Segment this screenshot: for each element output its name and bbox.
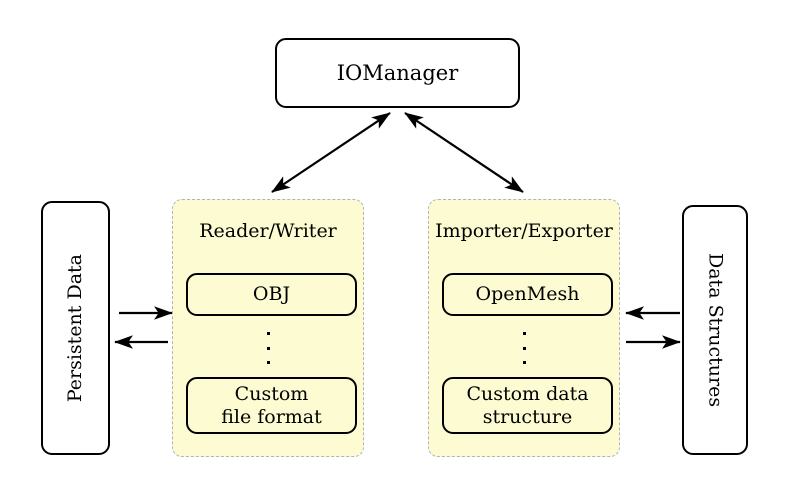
importer-exporter-item-custom-data-structure[interactable]: Custom data structure — [442, 377, 613, 434]
importer-exporter-ellipsis-icon — [429, 328, 619, 368]
iomanager-label: IOManager — [336, 61, 459, 85]
importer-exporter-item-openmesh[interactable]: OpenMesh — [442, 273, 613, 316]
persistent-data-label: Persistent Data — [64, 253, 86, 403]
custom-data-structure-line2: structure — [482, 405, 573, 428]
arrow-manager-importer-exporter — [404, 112, 524, 193]
arrow-manager-reader-writer — [271, 112, 391, 193]
reader-writer-item-custom-file-format-label: Custom file format — [221, 383, 322, 428]
data-structures-node[interactable]: Data Structures — [682, 205, 748, 455]
reader-writer-item-obj[interactable]: OBJ — [186, 273, 357, 316]
data-structures-label: Data Structures — [704, 252, 727, 408]
importer-exporter-item-custom-data-structure-label: Custom data structure — [466, 383, 588, 428]
reader-writer-ellipsis-icon — [173, 328, 363, 368]
reader-writer-item-obj-label: OBJ — [252, 283, 291, 306]
importer-exporter-panel[interactable]: Importer/Exporter OpenMesh Custom data s… — [428, 199, 620, 457]
custom-file-format-line2: file format — [221, 405, 322, 428]
persistent-data-node[interactable]: Persistent Data — [41, 201, 110, 455]
reader-writer-panel-title: Reader/Writer — [199, 220, 337, 242]
iomanager-node[interactable]: IOManager — [275, 38, 520, 108]
importer-exporter-panel-title: Importer/Exporter — [435, 220, 613, 242]
importer-exporter-item-openmesh-label: OpenMesh — [475, 283, 580, 306]
reader-writer-item-custom-file-format[interactable]: Custom file format — [186, 377, 357, 434]
custom-data-structure-line1: Custom data — [466, 383, 589, 406]
reader-writer-panel[interactable]: Reader/Writer OBJ Custom file format — [172, 199, 364, 457]
custom-file-format-line1: Custom — [234, 383, 309, 406]
